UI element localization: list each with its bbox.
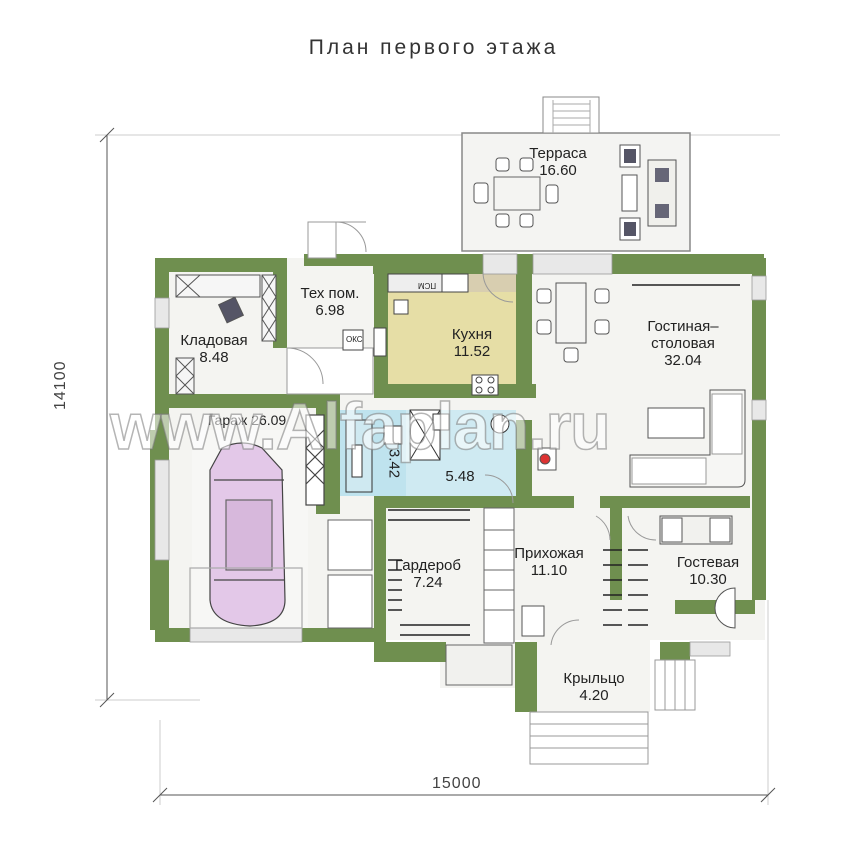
height-dimension-label: 14100 — [52, 360, 69, 411]
hall-area: 5.48 — [445, 468, 475, 485]
kitchen-name: Кухня — [451, 326, 493, 343]
garage-car — [189, 414, 325, 629]
terrace-label: Терраса 16.60 — [528, 145, 588, 179]
entry-cabinet — [521, 605, 545, 637]
tech-room-area: 6.98 — [315, 302, 345, 319]
terrace-area: 16.60 — [539, 162, 577, 179]
guest-name: Гостевая — [676, 554, 740, 571]
pantry-area: 8.48 — [199, 349, 229, 366]
watermark: www.Alfaplan.ru — [109, 388, 611, 464]
garage-name: Гараж — [207, 412, 248, 428]
wardrobe-name: Гардероб — [395, 557, 461, 574]
width-dimension — [152, 600, 776, 805]
guest-furniture — [659, 515, 736, 629]
living-label: Гостиная– столовая 32.04 — [628, 318, 738, 369]
wardrobe-area: 7.24 — [413, 574, 443, 591]
plan-title: План первого этажа — [308, 36, 559, 59]
porch-name: Крыльцо — [563, 670, 625, 687]
kitchen-area: 11.52 — [453, 343, 491, 360]
bath-fixtures — [345, 409, 510, 493]
pantry-label: Кладовая 8.48 — [174, 332, 254, 366]
garage-label: Гараж 26.09 — [182, 412, 312, 429]
living-name: Гостиная– — [647, 318, 719, 335]
kitchen-label: Кухня 11.52 — [432, 326, 512, 360]
wardrobe-label: Гардероб 7.24 — [388, 557, 468, 591]
width-dimension-label: 15000 — [432, 775, 482, 792]
terrace-area — [461, 96, 691, 252]
porch-area: 4.20 — [579, 687, 609, 704]
pantry-furniture — [175, 274, 277, 395]
tech-room-name: Тех пом. — [300, 285, 360, 302]
terrace-name: Терраса — [529, 145, 587, 162]
door-arcs — [307, 221, 657, 646]
living-area: 32.04 — [664, 352, 702, 369]
porch — [529, 659, 696, 765]
windows — [154, 253, 767, 657]
stairs — [327, 507, 515, 686]
kitchen-fixtures — [387, 273, 499, 396]
tech-room-label: Тех пом. 6.98 — [290, 285, 370, 319]
living-name-2: столовая — [651, 335, 715, 352]
washer-tag: ОКС — [346, 335, 363, 344]
garage-area: 26.09 — [251, 412, 287, 428]
entry-area: 11.10 — [530, 562, 568, 579]
wardrobe-racks — [388, 509, 648, 636]
hall-label: 5.48 — [430, 468, 490, 485]
dishwasher-tag: ПСМ — [418, 281, 437, 290]
entry-label: Прихожая 11.10 — [504, 545, 594, 579]
porch-label: Крыльцо 4.20 — [556, 670, 632, 704]
guest-area: 10.30 — [689, 571, 727, 588]
living-furniture — [536, 282, 746, 488]
pantry-name: Кладовая — [180, 332, 248, 349]
tech-room-fixtures — [286, 327, 387, 395]
guest-label: Гостевая 10.30 — [658, 554, 758, 588]
entry-name: Прихожая — [514, 545, 584, 562]
